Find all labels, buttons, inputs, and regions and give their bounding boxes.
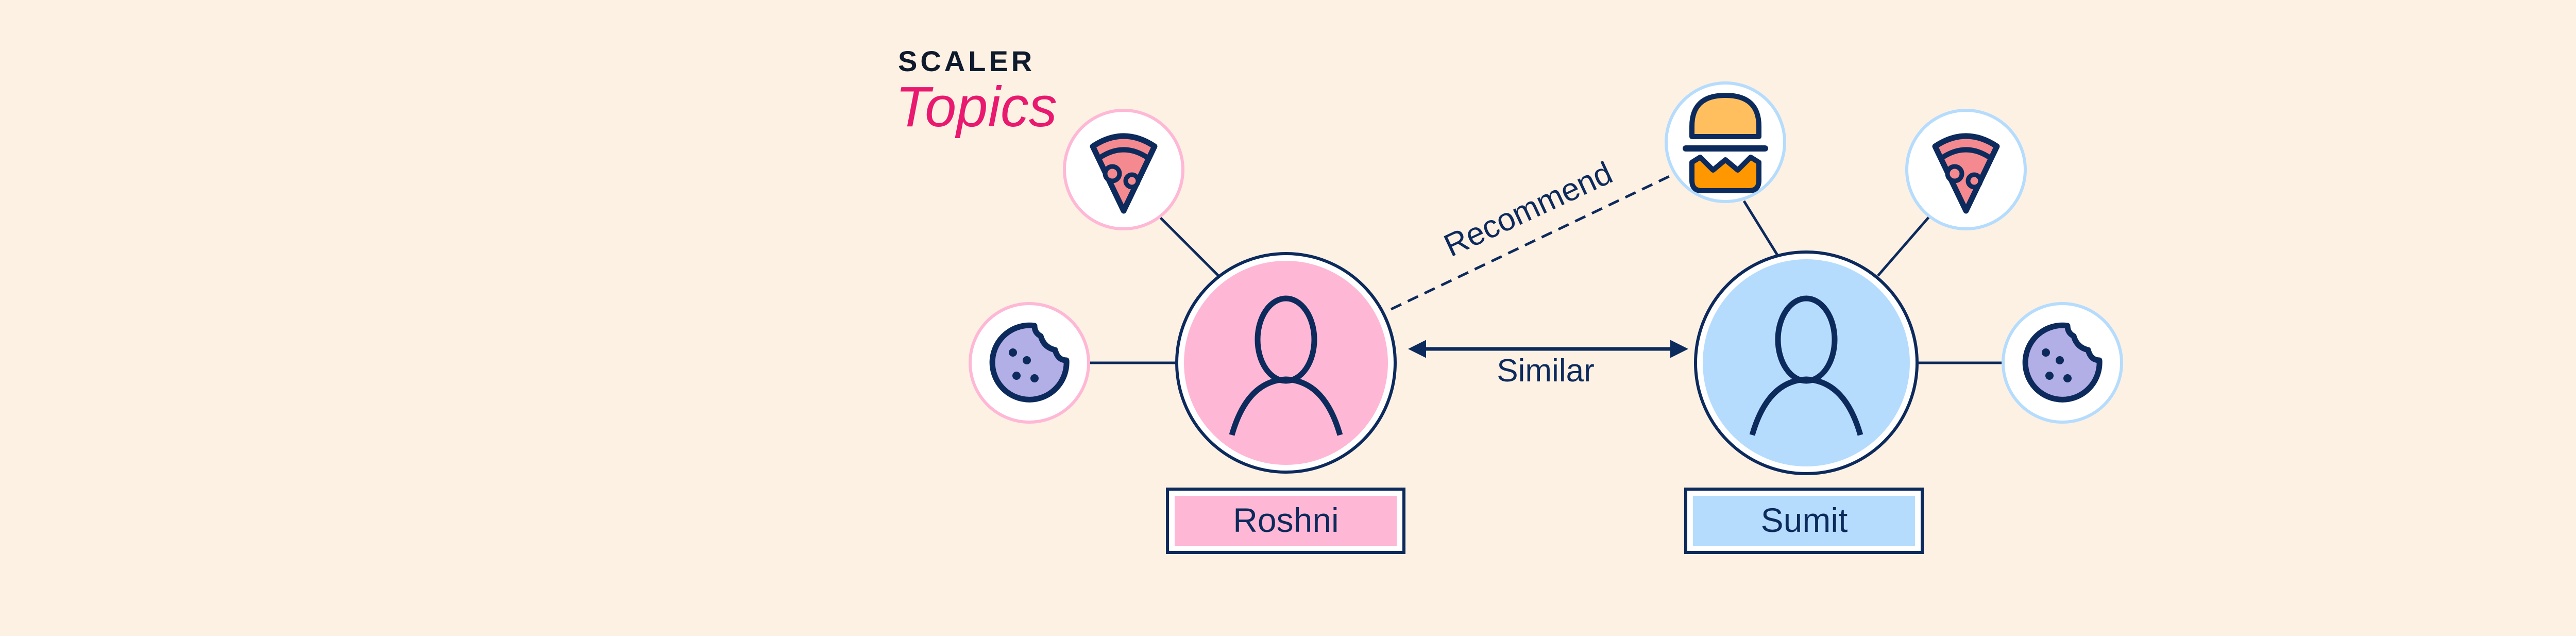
logo-topics-text: Topics [895,75,1057,139]
user-label-sumit: Sumit [1684,488,1924,554]
user-name-sumit: Sumit [1761,501,1848,539]
item-node-pizza-sumit [1905,109,2027,230]
logo-scaler-text: SCALER [898,45,1035,77]
connector-lines [1089,200,2003,364]
recommend-edge [1390,171,1678,311]
scaler-topics-logo: SCALER Topics [895,45,1057,139]
item-node-pizza-roshni [1063,109,1184,230]
item-node-burger-sumit [1665,81,1786,203]
recommend-label: Recommend [1438,155,1618,264]
edge-roshni-pizza [1158,215,1219,277]
burger-icon [1683,93,1768,193]
edge-sumit-pizza [1877,215,1930,277]
edge-sumit-burger [1742,200,1779,256]
user-name-roshni: Roshni [1233,501,1338,539]
item-node-cookie-sumit [2002,302,2123,424]
user-node-sumit [1694,250,1919,475]
item-node-cookie-roshni [969,302,1090,424]
user-node-roshni [1175,252,1397,474]
user-label-roshni: Roshni [1166,488,1405,554]
similar-label: Similar [1497,353,1594,389]
